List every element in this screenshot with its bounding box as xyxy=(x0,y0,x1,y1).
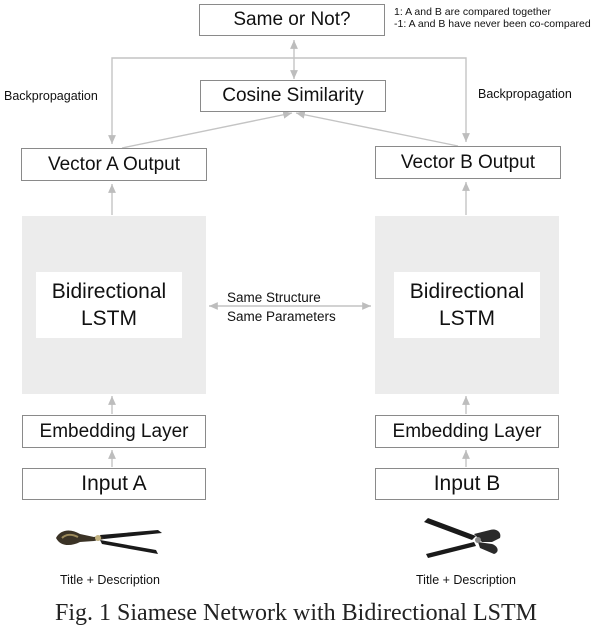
input-a-box: Input A xyxy=(22,468,206,500)
arrow-vector-a-to-cosine xyxy=(121,110,293,149)
similarity-legend: 1: A and B are compared together -1: A a… xyxy=(394,6,591,30)
bilstm-a-line-2: LSTM xyxy=(80,307,137,330)
input-b-label: Input B xyxy=(433,472,501,495)
backprop-path-left xyxy=(108,57,294,144)
title-description-b: Title + Description xyxy=(416,573,516,587)
same-or-not-box: Same or Not? xyxy=(199,4,385,36)
vector-a-output-box: Vector A Output xyxy=(21,148,207,181)
input-a-label: Input A xyxy=(81,472,147,495)
bilstm-b-line-2: LSTM xyxy=(438,307,495,330)
legend-positive: 1: A and B are compared together xyxy=(394,6,552,18)
same-or-not-label: Same or Not? xyxy=(233,9,351,30)
embedding-b-box: Embedding Layer xyxy=(375,415,559,448)
embedding-a-label: Embedding Layer xyxy=(39,420,189,442)
embedding-b-label: Embedding Layer xyxy=(392,420,542,442)
backprop-label-right: Backpropagation xyxy=(478,87,572,101)
vector-a-output-label: Vector A Output xyxy=(47,153,181,175)
shared-weights-label: Same Structure Same Parameters xyxy=(227,288,336,326)
backprop-label-left: Backpropagation xyxy=(4,89,98,103)
shared-parameters-text: Same Parameters xyxy=(227,309,336,324)
pliers-icon xyxy=(424,518,501,558)
embedding-a-box: Embedding Layer xyxy=(22,415,206,448)
figure-caption: Fig. 1 Siamese Network with Bidirectiona… xyxy=(55,600,537,626)
bilstm-a-block: Bidirectional LSTM xyxy=(36,272,182,338)
pliers-icon xyxy=(56,530,162,554)
legend-negative: -1: A and B have never been co-compared xyxy=(394,18,591,30)
title-description-a: Title + Description xyxy=(60,573,160,587)
bilstm-b-line-1: Bidirectional xyxy=(409,280,525,303)
vector-b-output-box: Vector B Output xyxy=(375,146,561,179)
input-b-box: Input B xyxy=(375,468,559,500)
bilstm-b-block: Bidirectional LSTM xyxy=(394,272,540,338)
cosine-similarity-label: Cosine Similarity xyxy=(222,85,364,106)
vector-b-output-label: Vector B Output xyxy=(400,151,536,173)
backprop-path-right xyxy=(294,57,470,142)
shared-structure-text: Same Structure xyxy=(227,290,321,305)
arrow-vector-b-to-cosine xyxy=(295,110,459,147)
bilstm-a-line-1: Bidirectional xyxy=(51,280,167,303)
cosine-similarity-box: Cosine Similarity xyxy=(200,80,386,112)
